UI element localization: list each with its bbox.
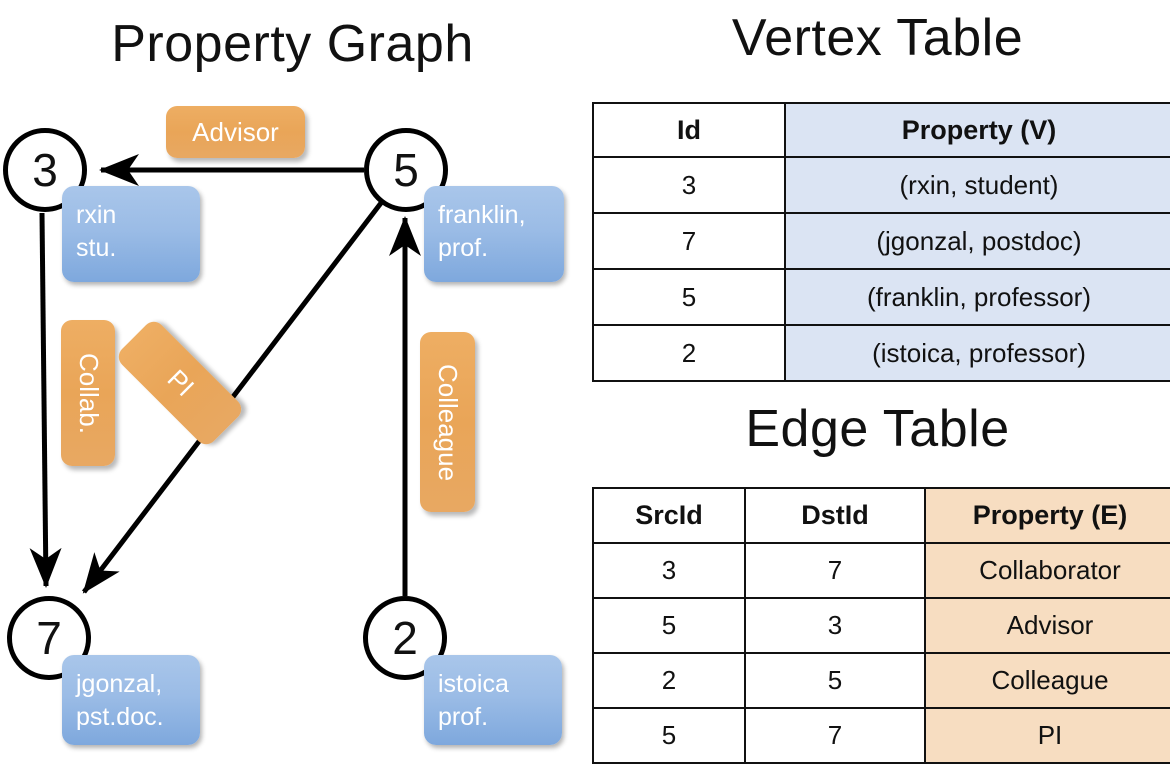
vertex-property-franklin-line1: franklin, <box>438 201 526 229</box>
vertex-property-box-franklin[interactable]: franklin, prof. <box>424 186 564 282</box>
edge-table-cell-dstid: 5 <box>744 652 926 709</box>
edge-table-cell-srcid: 3 <box>592 542 746 599</box>
vertex-table-cell-id: 3 <box>592 156 786 214</box>
vertex-table-cell-property: (franklin, professor) <box>784 268 1170 326</box>
edge-table-cell-property: PI <box>924 707 1170 764</box>
edge-label-colleague-text: Colleague <box>433 363 463 481</box>
vertex-property-jgonzal-line1: jgonzal, <box>76 670 163 698</box>
page-title-property-graph: Property Graph <box>111 15 474 73</box>
edge-table-cell-dstid: 7 <box>744 542 926 599</box>
vertex-table-row[interactable]: 2 (istoica, professor) <box>592 324 1170 382</box>
edge-table-header-srcid: SrcId <box>592 487 746 544</box>
edge-label-box-advisor[interactable]: Advisor <box>166 106 305 158</box>
edge-table-cell-dstid: 7 <box>744 707 926 764</box>
edge-table: SrcId DstId Property (E) 3 7 Collaborato… <box>592 487 1170 764</box>
vertex-table-cell-property: (jgonzal, postdoc) <box>784 212 1170 270</box>
graph-node-7-label: 7 <box>36 612 62 664</box>
graph-node-2-label: 2 <box>392 612 418 664</box>
vertex-table-header-property: Property (V) <box>784 102 1170 158</box>
vertex-property-rxin-line1: rxin <box>76 201 117 229</box>
vertex-property-box-jgonzal[interactable]: jgonzal, pst.doc. <box>62 655 200 745</box>
vertex-table-cell-id: 2 <box>592 324 786 382</box>
vertex-property-rxin-line2: stu. <box>76 234 117 262</box>
vertex-table-cell-id: 5 <box>592 268 786 326</box>
edge-table-cell-property: Collaborator <box>924 542 1170 599</box>
edge-label-advisor-text: Advisor <box>192 116 279 147</box>
vertex-table-row[interactable]: 5 (franklin, professor) <box>592 268 1170 326</box>
vertex-table-row[interactable]: 3 (rxin, student) <box>592 156 1170 214</box>
vertex-property-franklin-line2: prof. <box>438 234 489 262</box>
edge-table-cell-srcid: 5 <box>592 707 746 764</box>
edge-table-header-row: SrcId DstId Property (E) <box>592 487 1170 544</box>
page-title-edge-table: Edge Table <box>745 400 1010 458</box>
edge-table-row[interactable]: 5 7 PI <box>592 707 1170 764</box>
vertex-property-jgonzal-line2: pst.doc. <box>76 703 164 731</box>
page-title-vertex-table: Vertex Table <box>731 9 1024 67</box>
vertex-property-istoica-line2: prof. <box>438 703 489 731</box>
edge-label-collab-text: Collab. <box>73 352 104 434</box>
edge-table-row[interactable]: 3 7 Collaborator <box>592 542 1170 599</box>
graph-node-2[interactable]: 2 <box>363 596 447 680</box>
edge-table-row[interactable]: 5 3 Advisor <box>592 597 1170 654</box>
edge-label-box-colleague[interactable]: Colleague <box>420 332 475 512</box>
graph-node-5[interactable]: 5 <box>364 128 448 212</box>
vertex-table: Id Property (V) 3 (rxin, student) 7 (jgo… <box>592 102 1170 382</box>
vertex-table-cell-property: (istoica, professor) <box>784 324 1170 382</box>
edge-table-cell-property: Advisor <box>924 597 1170 654</box>
vertex-property-istoica-line1: istoica <box>438 670 509 698</box>
edge-table-header-property: Property (E) <box>924 487 1170 544</box>
graph-node-3-label: 3 <box>32 144 58 196</box>
edge-label-pi-text: PI <box>161 363 200 402</box>
property-graph-diagram: 3 5 7 2 rxin stu. franklin, prof. jgonza… <box>0 0 585 760</box>
vertex-table-cell-id: 7 <box>592 212 786 270</box>
edge-label-box-collab[interactable]: Collab. <box>61 320 115 466</box>
edge-table-header-dstid: DstId <box>744 487 926 544</box>
graph-node-5-label: 5 <box>393 144 419 196</box>
vertex-table-header-row: Id Property (V) <box>592 102 1170 158</box>
vertex-table-header-id: Id <box>592 102 786 158</box>
edge-table-cell-dstid: 3 <box>744 597 926 654</box>
edge-table-cell-srcid: 5 <box>592 597 746 654</box>
edge-table-cell-property: Colleague <box>924 652 1170 709</box>
edge-table-row[interactable]: 2 5 Colleague <box>592 652 1170 709</box>
vertex-table-cell-property: (rxin, student) <box>784 156 1170 214</box>
vertex-property-box-istoica[interactable]: istoica prof. <box>424 655 562 745</box>
vertex-table-row[interactable]: 7 (jgonzal, postdoc) <box>592 212 1170 270</box>
edge-3-to-7-collab <box>29 212 62 588</box>
edge-table-cell-srcid: 2 <box>592 652 746 709</box>
vertex-property-box-rxin[interactable]: rxin stu. <box>62 186 200 282</box>
